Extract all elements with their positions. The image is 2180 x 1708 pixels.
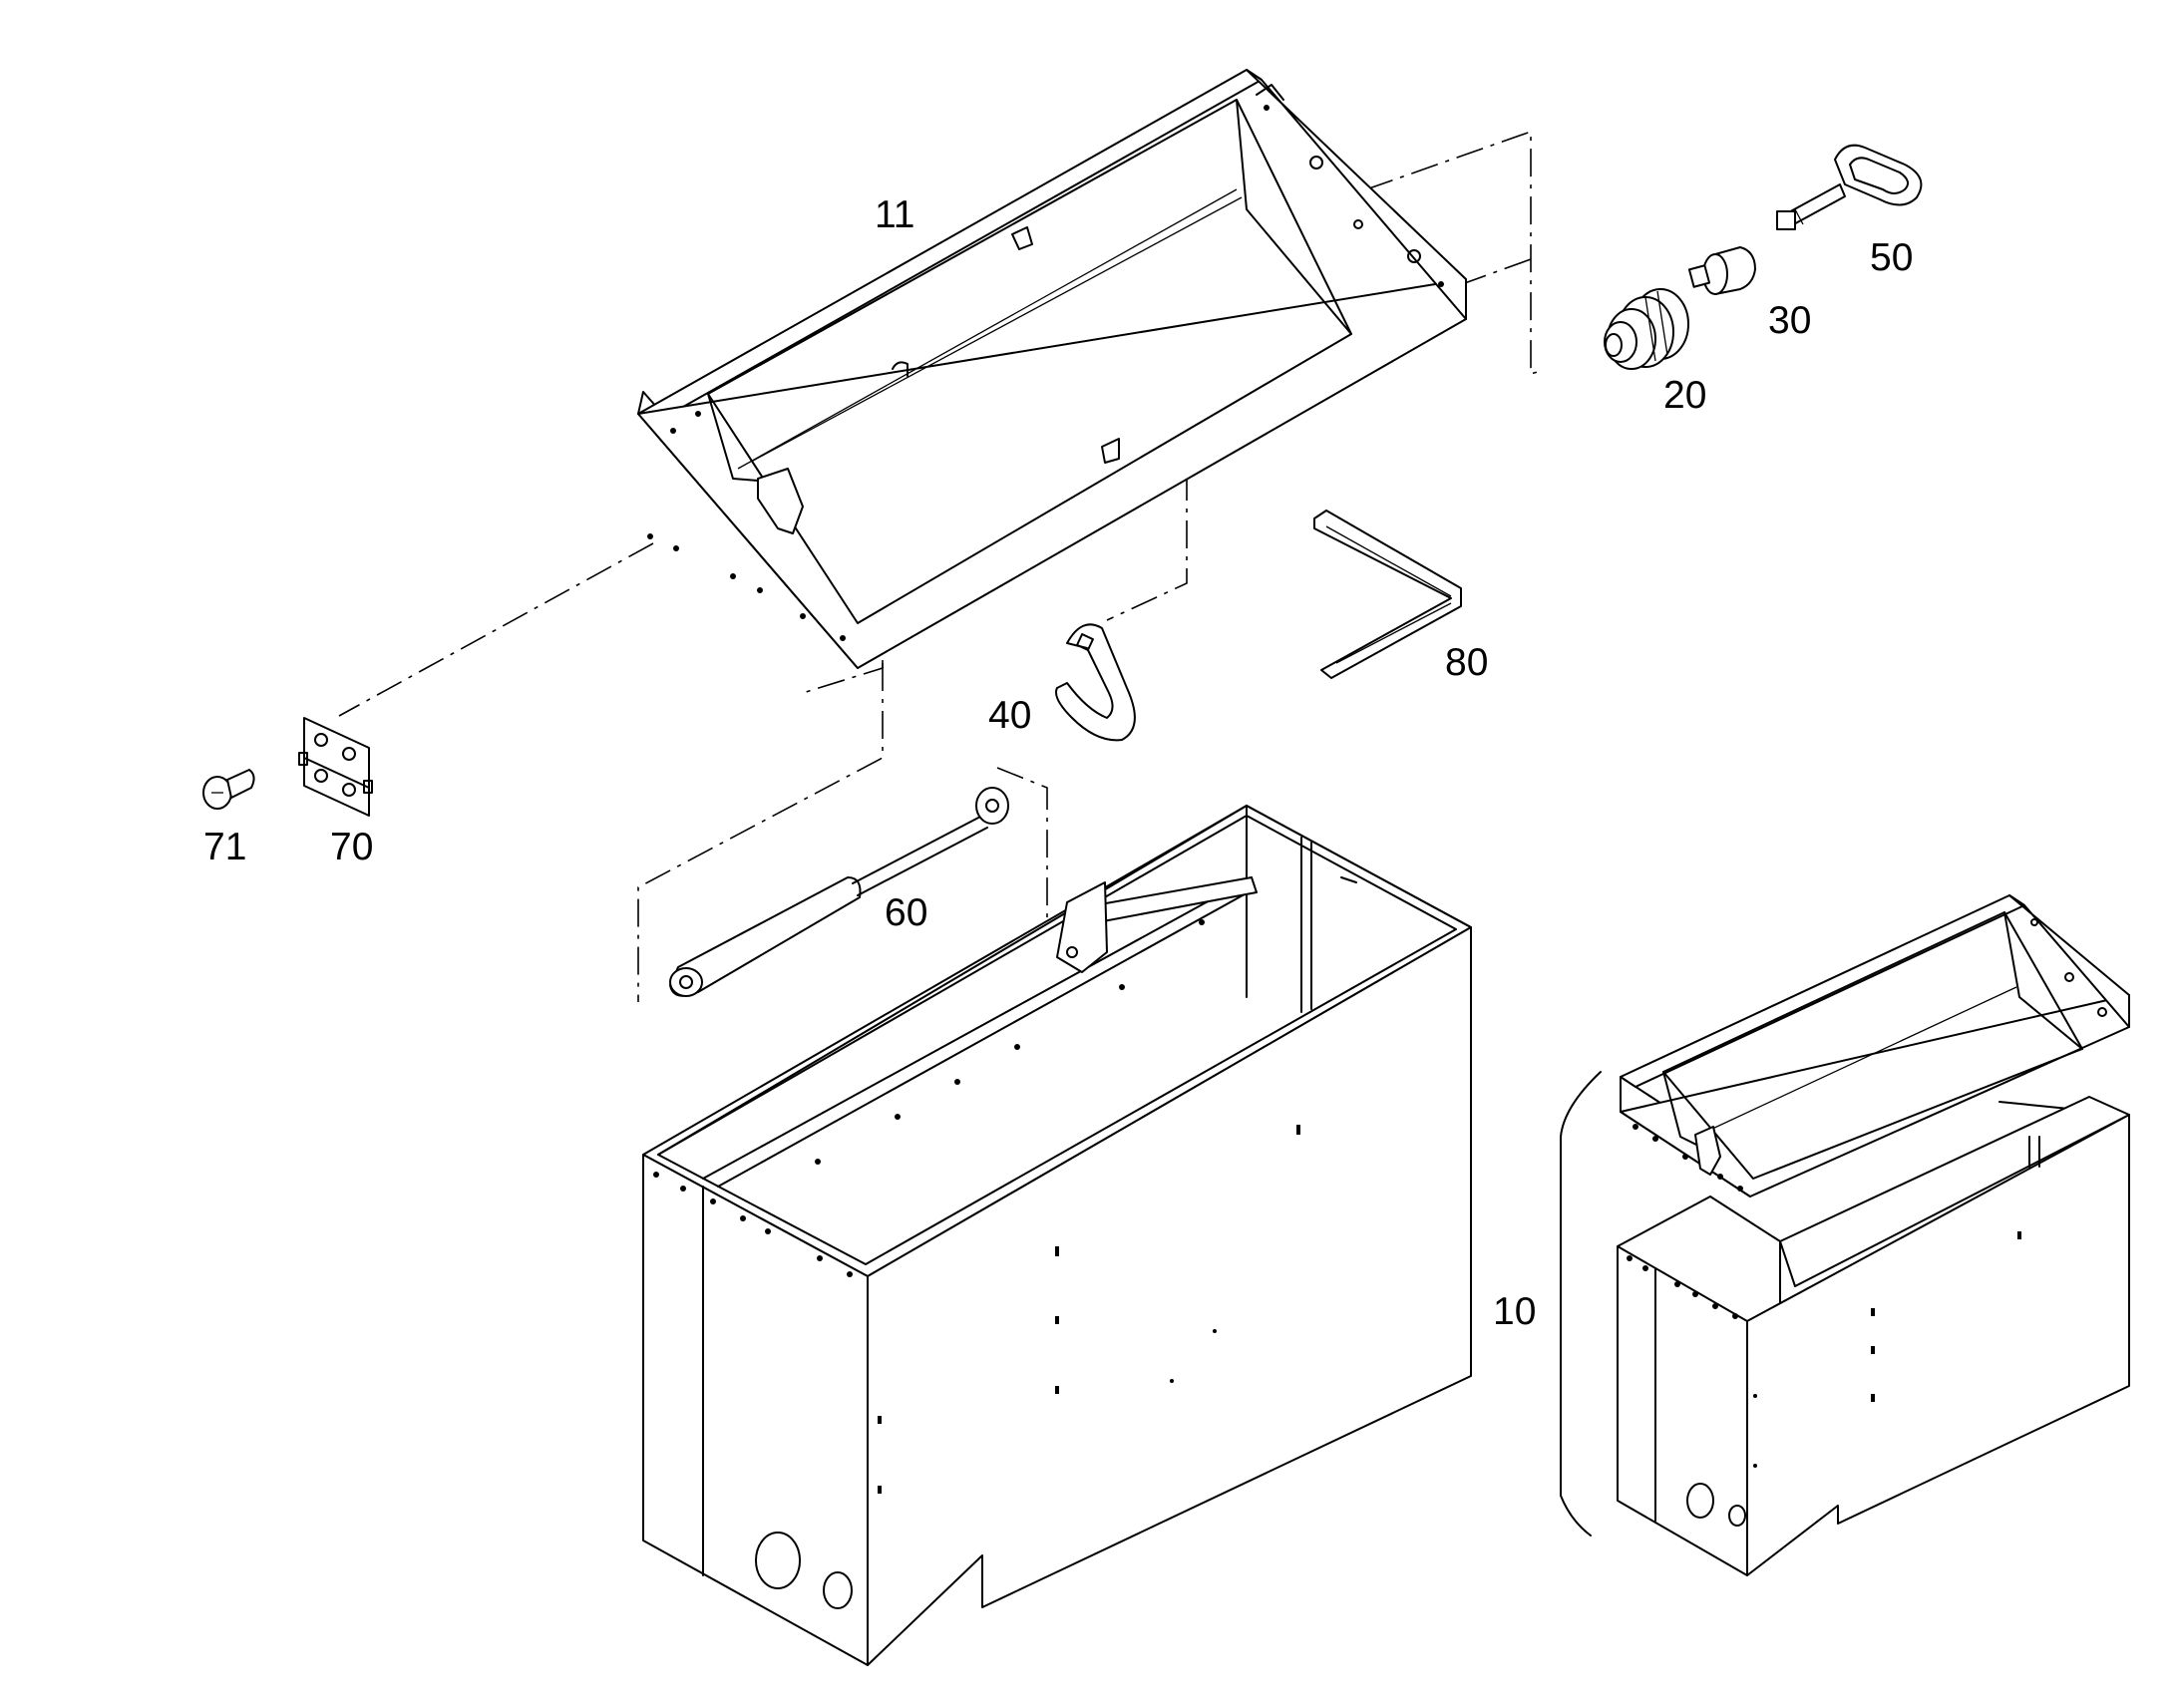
part-20-lock-cylinder: [1604, 288, 1689, 370]
label-80: 80: [1445, 641, 1488, 684]
label-71: 71: [203, 826, 246, 868]
label-40: 40: [988, 694, 1031, 737]
label-60: 60: [885, 891, 927, 934]
label-70: 70: [330, 826, 373, 868]
part-60-gas-spring: [669, 787, 1009, 997]
label-11: 11: [875, 193, 915, 236]
part-71-screw: [202, 769, 255, 810]
label-50: 50: [1870, 236, 1913, 279]
part-30-insert: [1687, 246, 1756, 295]
label-30: 30: [1768, 299, 1811, 342]
part-40-hook: [1055, 623, 1136, 742]
part-labels: 11 20 30 50 40 80 71 70 60 10: [203, 193, 1913, 1333]
part-70-hinge: [298, 717, 373, 817]
label-20: 20: [1663, 374, 1706, 417]
part-11-lid: [637, 69, 1467, 669]
part-10-assembly: [1560, 894, 2130, 1576]
label-10: 10: [1493, 1290, 1536, 1333]
main-body-box: [642, 805, 1472, 1666]
part-50-key: [1776, 144, 1923, 230]
part-80-bracket: [1313, 510, 1462, 679]
